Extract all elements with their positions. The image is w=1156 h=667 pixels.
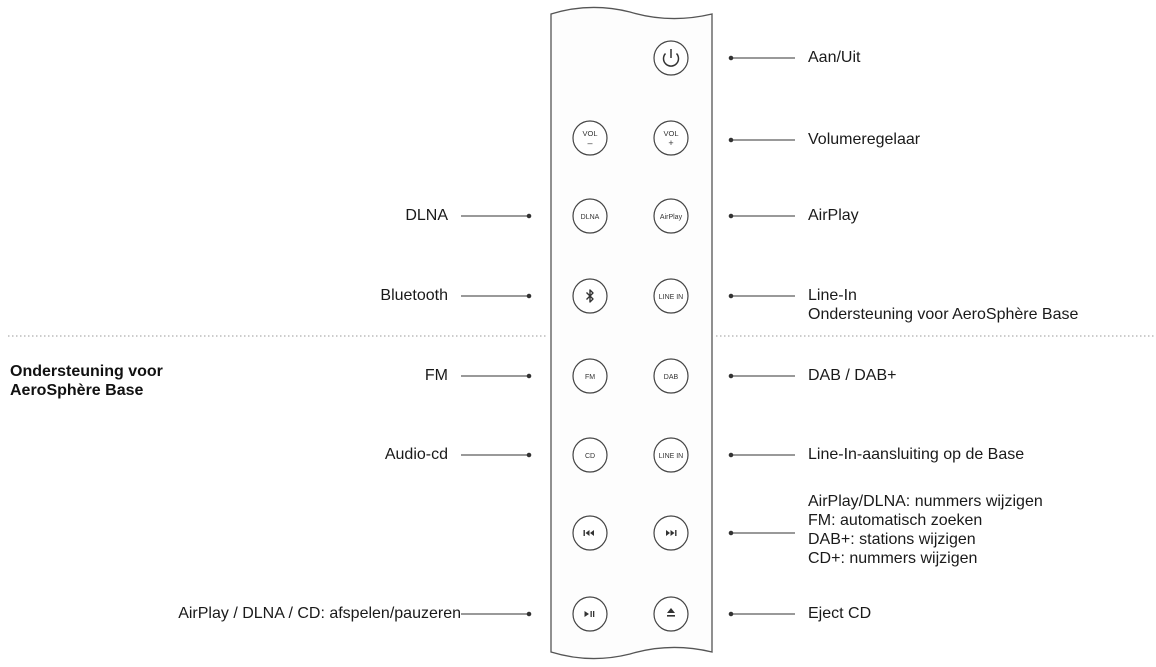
eject-button[interactable]: [653, 596, 689, 632]
label-airplay: AirPlay: [808, 207, 859, 224]
skip-next-icon: [666, 530, 677, 536]
label-skip: AirPlay/DLNA: nummers wijzigen FM: autom…: [808, 493, 1043, 567]
leader-line-in: [728, 293, 795, 299]
leader-dab: [728, 373, 795, 379]
leader-eject: [728, 611, 795, 617]
dab-button-label: DAB: [664, 374, 679, 381]
power-button[interactable]: [653, 40, 689, 76]
volume-up-sign: +: [668, 138, 673, 148]
label-bluetooth: Bluetooth: [380, 287, 448, 304]
fm-button-label: FM: [585, 374, 595, 381]
label-fm: FM: [424, 367, 448, 384]
leader-volume: [728, 137, 795, 143]
section-title: Ondersteuning voor AeroSphère Base: [10, 363, 163, 399]
dlna-button[interactable]: DLNA: [572, 198, 608, 234]
next-button[interactable]: [653, 515, 689, 551]
bluetooth-button[interactable]: [572, 278, 608, 314]
label-line-in-base: Line-In-aansluiting op de Base: [808, 446, 1025, 463]
fm-button[interactable]: FM: [572, 358, 608, 394]
volume-down-label: VOL: [582, 129, 597, 138]
label-line-in: Line-In Ondersteuning voor AeroSphère Ba…: [808, 287, 1079, 323]
leader-skip: [728, 530, 795, 536]
leader-play: [461, 611, 532, 617]
line-in-button[interactable]: LINE IN: [653, 278, 689, 314]
leader-bluetooth: [461, 293, 532, 299]
line-in-base-button[interactable]: LINE IN: [653, 437, 689, 473]
label-volume: Volumeregelaar: [808, 131, 921, 148]
label-dlna: DLNA: [405, 207, 448, 224]
leader-fm: [461, 373, 532, 379]
leader-cd: [461, 452, 532, 458]
volume-down-button[interactable]: VOL –: [572, 120, 608, 156]
label-dab: DAB / DAB+: [808, 367, 897, 384]
play-pause-icon: [584, 611, 595, 617]
bluetooth-icon: [586, 289, 594, 303]
volume-up-button[interactable]: VOL +: [653, 120, 689, 156]
label-eject: Eject CD: [808, 605, 872, 622]
leader-dlna: [461, 213, 532, 219]
remote-body: [550, 6, 713, 660]
label-play: AirPlay / DLNA / CD: afspelen/pauzeren: [178, 605, 461, 622]
power-icon: [662, 49, 680, 67]
cd-button[interactable]: CD: [572, 437, 608, 473]
airplay-button-label: AirPlay: [660, 214, 683, 221]
airplay-button[interactable]: AirPlay: [653, 198, 689, 234]
leader-line-in-base: [728, 452, 795, 458]
dlna-button-label: DLNA: [581, 214, 600, 221]
eject-icon: [667, 608, 675, 617]
volume-down-sign: –: [587, 138, 592, 148]
volume-up-label: VOL: [663, 129, 678, 138]
label-cd: Audio-cd: [384, 446, 448, 463]
dab-button[interactable]: DAB: [653, 358, 689, 394]
leader-power: [728, 55, 795, 61]
line-in-button-label: LINE IN: [659, 294, 684, 301]
skip-previous-icon: [583, 530, 594, 536]
leader-airplay: [728, 213, 795, 219]
label-power: Aan/Uit: [808, 49, 861, 66]
play-pause-button[interactable]: [572, 596, 608, 632]
previous-button[interactable]: [572, 515, 608, 551]
cd-button-label: CD: [585, 453, 595, 460]
line-in-base-button-label: LINE IN: [659, 453, 684, 460]
